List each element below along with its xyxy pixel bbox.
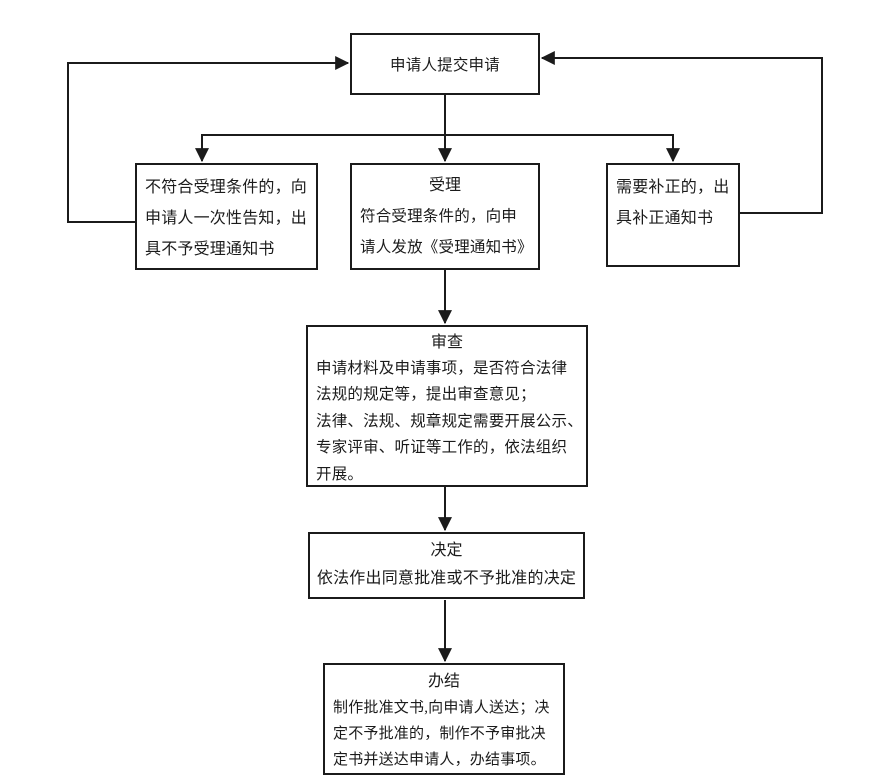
- node-supplement-notice-text: 需要补正的，出 具补正通知书: [616, 179, 730, 227]
- node-decision-title: 决定: [430, 542, 463, 559]
- node-acceptance-body: 符合受理条件的，向申 请人发放《受理通知书》: [360, 208, 533, 256]
- node-completion-title: 办结: [427, 673, 460, 690]
- node-submit-application-text: 申请人提交申请: [390, 57, 500, 74]
- node-completion: 办结 制作批准文书,向申请人送达；决 定不予批准的，制作不予审批决 定书并送达申…: [323, 663, 565, 775]
- node-supplement-notice: 需要补正的，出 具补正通知书: [606, 163, 740, 267]
- node-not-accepted-notice: 不符合受理条件的，向 申请人一次性告知，出 具不予受理通知书: [135, 163, 318, 270]
- node-acceptance: 受理 符合受理条件的，向申 请人发放《受理通知书》: [350, 163, 540, 270]
- node-decision: 决定 依法作出同意批准或不予批准的决定: [308, 532, 585, 599]
- node-review-body: 申请材料及申请事项，是否符合法律 法规的规定等，提出审查意见； 法律、法规、规章…: [316, 360, 583, 483]
- connector-supplement-to-submit: [540, 51, 823, 214]
- node-acceptance-title: 受理: [428, 177, 461, 194]
- node-review: 审查 申请材料及申请事项，是否符合法律 法规的规定等，提出审查意见； 法律、法规…: [306, 325, 588, 487]
- node-review-title: 审查: [430, 334, 463, 351]
- node-submit-application: 申请人提交申请: [350, 33, 540, 95]
- node-decision-body: 依法作出同意批准或不予批准的决定: [316, 570, 577, 587]
- connector-reject-to-submit: [67, 56, 350, 223]
- node-not-accepted-notice-text: 不符合受理条件的，向 申请人一次性告知，出 具不予受理通知书: [145, 179, 308, 258]
- node-completion-body: 制作批准文书,向申请人送达；决 定不予批准的，制作不予审批决 定书并送达申请人，…: [333, 700, 550, 768]
